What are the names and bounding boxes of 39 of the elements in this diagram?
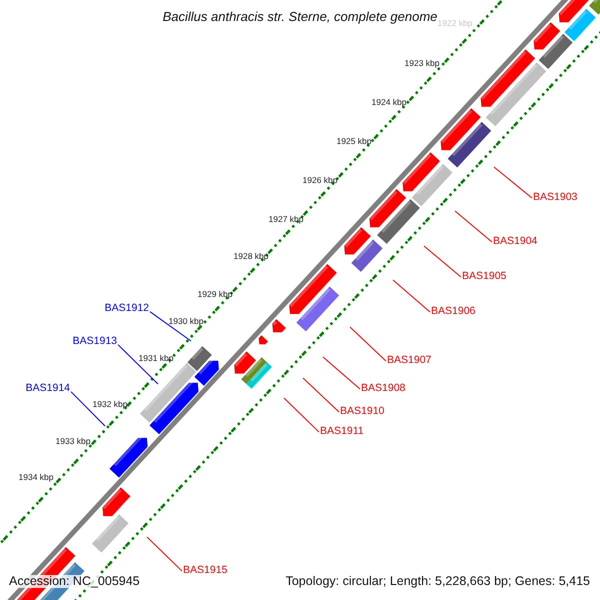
gene-label: BAS1905 <box>462 270 506 282</box>
gene-label: BAS1906 <box>431 306 476 316</box>
leader-line <box>424 246 462 278</box>
tick-label: 1928 kbp <box>234 252 268 260</box>
tick-label: 1926 kbp <box>302 176 338 184</box>
tick-label: 1930 kbp <box>168 316 204 326</box>
leader-line <box>70 391 106 426</box>
gene-label: BAS1915 <box>183 564 228 576</box>
tick-label: 1925 kbp <box>336 136 372 146</box>
leader-line <box>454 210 492 243</box>
tick-label: 1924 kbp <box>372 98 406 106</box>
tick-label: 1923 kbp <box>404 58 440 68</box>
gene-label: BAS1907 <box>387 354 432 366</box>
leader-line <box>150 311 192 342</box>
gene-label: BAS1913 <box>72 336 117 346</box>
leader-line <box>350 326 386 362</box>
leader-line <box>118 344 158 384</box>
tick-label: 1934 kbp <box>18 472 54 482</box>
tick-label: 1933 kbp <box>56 436 90 446</box>
tick-label: 1932 kbp <box>92 400 128 408</box>
gene-label: BAS1914 <box>26 382 70 394</box>
tick-label: 1927 kbp <box>268 214 304 224</box>
accession-text: Accession: NC_005945 <box>9 575 140 588</box>
leader-line <box>322 356 360 390</box>
tick-label: 1929 kbp <box>198 290 232 298</box>
genome-stats-text: Topology: circular; Length: 5,228,663 bp; Genes: 5,415 <box>286 575 590 588</box>
leader-line <box>392 280 430 313</box>
leader-line <box>284 398 320 433</box>
title: Bacillus anthracis str. Sterne, complete genome <box>162 10 438 23</box>
gene-label: BAS1911 <box>320 426 364 436</box>
leader-line <box>146 536 182 572</box>
leader-line <box>302 378 340 413</box>
leader-line <box>494 166 532 199</box>
gene-label: BAS1908 <box>361 382 406 394</box>
gene-label: BAS1910 <box>340 406 384 416</box>
gene-label: BAS1912 <box>104 302 149 314</box>
tick-label: 1931 kbp <box>138 354 174 362</box>
gene-label: BAS1903 <box>533 192 578 202</box>
gene-label: BAS1904 <box>493 236 538 246</box>
